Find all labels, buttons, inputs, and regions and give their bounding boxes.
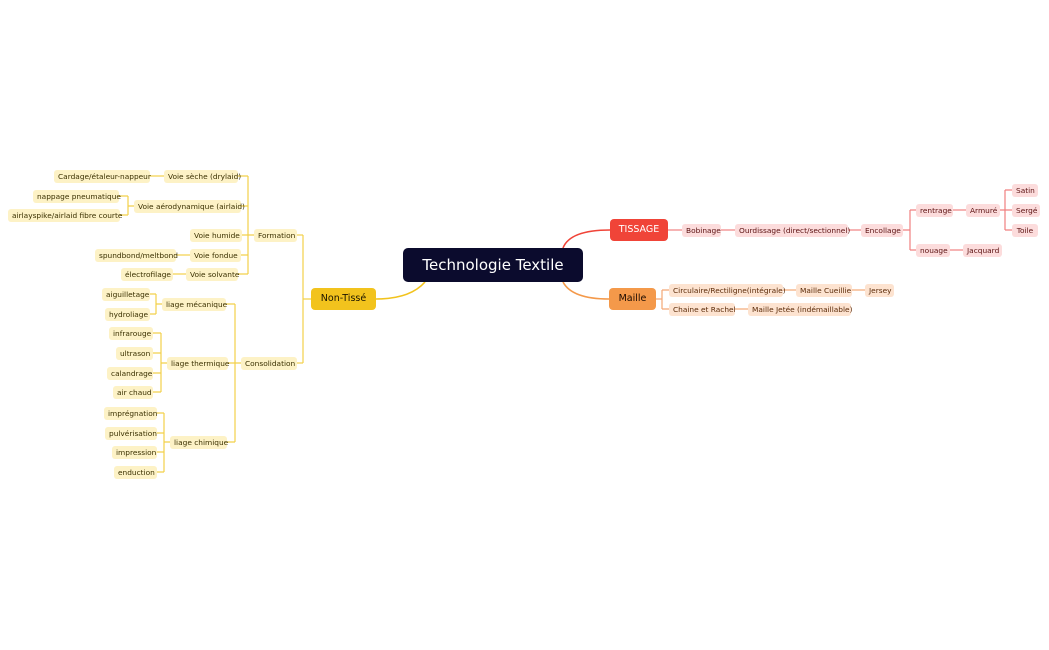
topic-liage-mecanique[interactable]: liage mécanique (162, 298, 227, 311)
topic-electrofilage[interactable]: électrofilage (121, 268, 173, 281)
topic-aiguilletage[interactable]: aiguilletage (102, 288, 150, 301)
topic-maille-jetee[interactable]: Maille Jetée (indémaillable) (748, 303, 852, 316)
topic-bobinage[interactable]: Bobinage (682, 224, 721, 237)
topic-armure[interactable]: Armuré (966, 204, 1000, 217)
root-topic[interactable]: Technologie Textile (403, 248, 583, 282)
topic-nappage[interactable]: nappage pneumatique (33, 190, 121, 203)
topic-liage-chimique[interactable]: liage chimique (170, 436, 228, 449)
topic-circulaire[interactable]: Circulaire/Rectiligne(intégrale) (669, 284, 786, 297)
topic-jersey[interactable]: Jersey (865, 284, 894, 297)
topic-impression[interactable]: impression (112, 446, 157, 459)
topic-voie-aerodynamique[interactable]: Voie aérodynamique (airlaid) (134, 200, 245, 213)
topic-air-chaud[interactable]: air chaud (113, 386, 153, 399)
branch-non-tisse[interactable]: Non-Tissé (311, 288, 376, 310)
topic-airlay[interactable]: airlayspike/airlaid fibre courte (8, 209, 122, 222)
branch-maille[interactable]: Maille (609, 288, 656, 310)
topic-calandrage[interactable]: calandrage (107, 367, 153, 380)
topic-enduction[interactable]: enduction (114, 466, 157, 479)
topic-voie-seche[interactable]: Voie sèche (drylaid) (164, 170, 241, 183)
topic-ourdissage[interactable]: Ourdissage (direct/sectionnel) (735, 224, 850, 237)
topic-satin[interactable]: Satin (1012, 184, 1038, 197)
branch-tissage[interactable]: TISSAGE (610, 219, 668, 241)
topic-impregnation[interactable]: imprégnation (104, 407, 157, 420)
topic-hydroliage[interactable]: hydroliage (105, 308, 150, 321)
topic-voie-humide[interactable]: Voie humide (190, 229, 242, 242)
topic-encollage[interactable]: Encollage (861, 224, 903, 237)
topic-jacquard[interactable]: Jacquard (963, 244, 1002, 257)
topic-formation[interactable]: Formation (254, 229, 297, 242)
topic-nouage[interactable]: nouage (916, 244, 950, 257)
topic-consolidation[interactable]: Consolidation (241, 357, 297, 370)
topic-pulverisation[interactable]: pulvérisation (105, 427, 157, 440)
topic-maille-cueillie[interactable]: Maille Cueillie (796, 284, 852, 297)
topic-voie-solvante[interactable]: Voie solvante (186, 268, 239, 281)
topic-toile[interactable]: Toile (1012, 224, 1038, 237)
topic-spundbond[interactable]: spundbond/meltbond (95, 249, 178, 262)
topic-rentrage[interactable]: rentrage (916, 204, 953, 217)
topic-infrarouge[interactable]: infrarouge (109, 327, 153, 340)
topic-voie-fondue[interactable]: Voie fondue (190, 249, 241, 262)
topic-cardage[interactable]: Cardage/étaleur-nappeur (54, 170, 151, 183)
topic-liage-thermique[interactable]: liage thermique (167, 357, 229, 370)
topic-chaine-rachel[interactable]: Chaine et Rachel (669, 303, 736, 316)
topic-ultrason[interactable]: ultrason (116, 347, 153, 360)
topic-serge[interactable]: Sergé (1012, 204, 1040, 217)
